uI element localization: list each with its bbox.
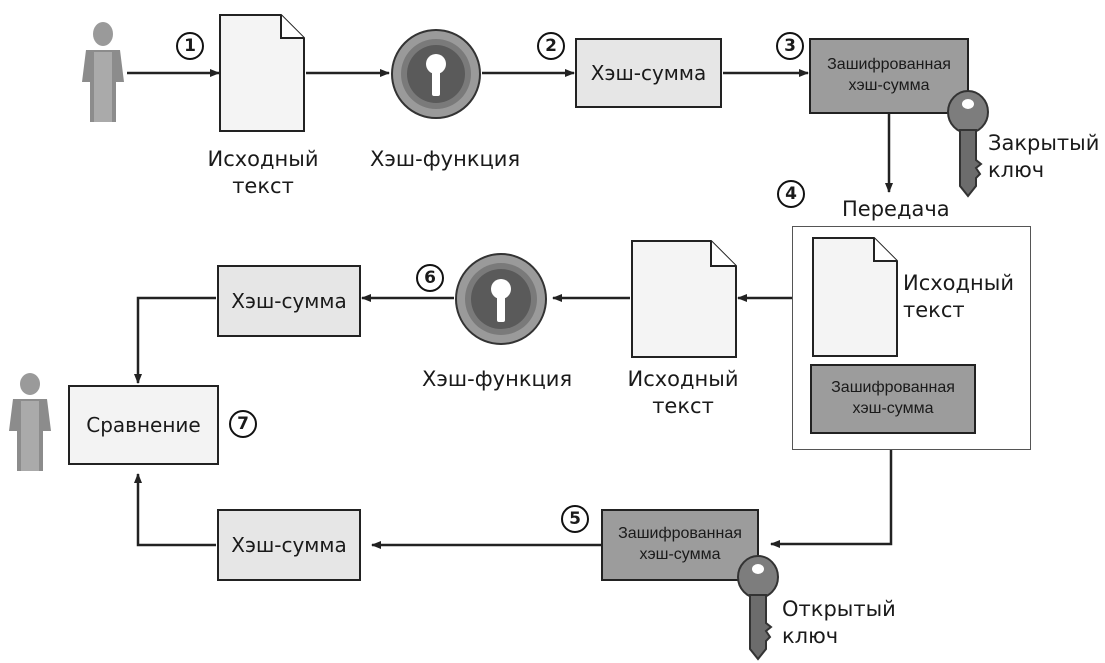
step-4-badge: 4 bbox=[777, 180, 805, 208]
arrow-hash-to-compare-up bbox=[134, 473, 216, 547]
received-source-text-label: Исходный текст bbox=[627, 367, 739, 419]
transfer-encrypted-hash-box: Зашифрованная хэш-сумма bbox=[810, 364, 976, 434]
source-text-label: Исходный текст bbox=[207, 147, 319, 199]
hash-sum-box: Хэш-сумма bbox=[575, 38, 722, 108]
step-5-badge: 5 bbox=[561, 505, 589, 533]
private-key-label: Закрытый ключ bbox=[988, 131, 1100, 183]
encrypted-hash-bottom-box: Зашифрованная хэш-сумма bbox=[601, 509, 759, 581]
step-3-badge: 3 bbox=[776, 32, 804, 60]
hash-function-icon bbox=[391, 29, 481, 119]
hash-function-label: Хэш-функция bbox=[370, 147, 521, 171]
computed-hash-sum-box: Хэш-сумма bbox=[217, 265, 361, 337]
encrypted-hash-box: Зашифрованная хэш-сумма bbox=[809, 38, 969, 114]
hash-function-bottom-label: Хэш-функция bbox=[422, 367, 573, 391]
arrow-hash-to-compare bbox=[134, 296, 216, 384]
public-key-label: Открытый ключ bbox=[782, 597, 896, 649]
transfer-document-icon bbox=[812, 237, 898, 357]
step-6-badge: 6 bbox=[416, 264, 444, 292]
received-document-icon bbox=[631, 240, 737, 358]
source-document-icon bbox=[219, 14, 305, 132]
sender-person-icon bbox=[82, 22, 124, 122]
step-1-badge: 1 bbox=[176, 32, 204, 60]
receiver-person-icon bbox=[9, 373, 51, 471]
hash-function-bottom-icon bbox=[455, 253, 547, 345]
transfer-source-text-label: Исходный текст bbox=[903, 271, 1015, 323]
decrypted-hash-sum-box: Хэш-сумма bbox=[217, 509, 361, 581]
step-7-badge: 7 bbox=[229, 410, 257, 438]
public-key-icon bbox=[737, 555, 779, 661]
private-key-icon bbox=[947, 90, 989, 198]
step-2-badge: 2 bbox=[537, 32, 565, 60]
transfer-label: Передача bbox=[842, 197, 950, 221]
comparison-box: Сравнение bbox=[68, 385, 219, 465]
